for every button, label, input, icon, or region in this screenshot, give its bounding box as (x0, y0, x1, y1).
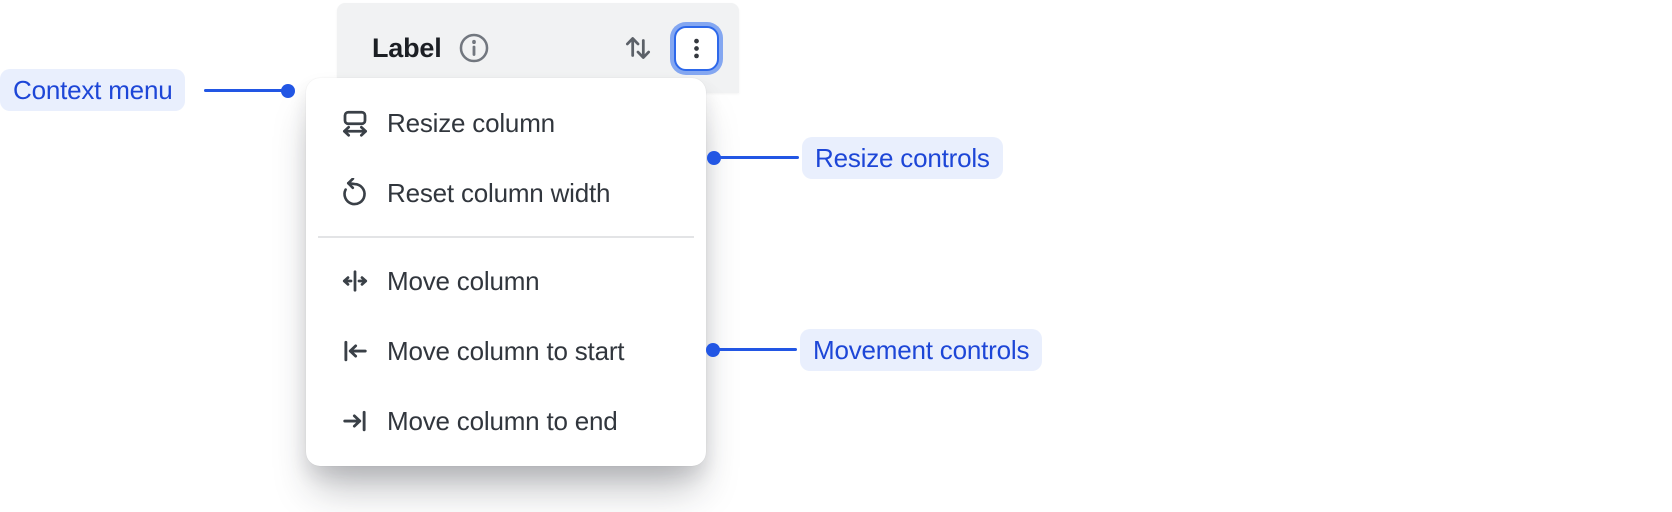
kebab-menu-button[interactable] (674, 25, 719, 71)
move-column-to-end-icon (340, 406, 370, 436)
menu-item-label: Move column (387, 265, 540, 296)
column-context-menu: Resize column Reset column width (306, 78, 706, 466)
menu-item-reset-column-width[interactable]: Reset column width (306, 158, 706, 228)
kebab-menu-icon (683, 35, 710, 62)
resize-column-icon (340, 108, 370, 138)
menu-item-move-column-to-end[interactable]: Move column to end (306, 386, 706, 456)
annotation-context-menu-line (204, 89, 284, 92)
menu-item-label: Reset column width (387, 177, 611, 208)
annotation-movement-controls-dot (706, 343, 720, 357)
menu-divider (318, 236, 694, 238)
annotation-resize-controls-line (716, 156, 799, 159)
menu-item-label: Move column to end (387, 405, 618, 436)
menu-item-label: Move column to start (387, 335, 625, 366)
info-icon[interactable] (457, 31, 491, 65)
move-column-to-start-icon (340, 336, 370, 366)
sort-arrows-icon[interactable] (621, 31, 655, 65)
move-column-icon (340, 266, 370, 296)
menu-item-move-column[interactable]: Move column (306, 246, 706, 316)
annotation-movement-controls: Movement controls (800, 329, 1043, 371)
annotation-context-menu: Context menu (0, 69, 186, 111)
annotation-context-menu-dot (281, 84, 295, 98)
menu-item-label: Resize column (387, 107, 555, 138)
annotation-resize-controls: Resize controls (802, 137, 1003, 179)
reset-column-width-icon (340, 178, 370, 208)
annotation-resize-controls-dot (707, 151, 721, 165)
annotation-movement-controls-line (715, 348, 797, 351)
column-title: Label (372, 32, 442, 63)
menu-item-resize-column[interactable]: Resize column (306, 88, 706, 158)
menu-item-move-column-to-start[interactable]: Move column to start (306, 316, 706, 386)
